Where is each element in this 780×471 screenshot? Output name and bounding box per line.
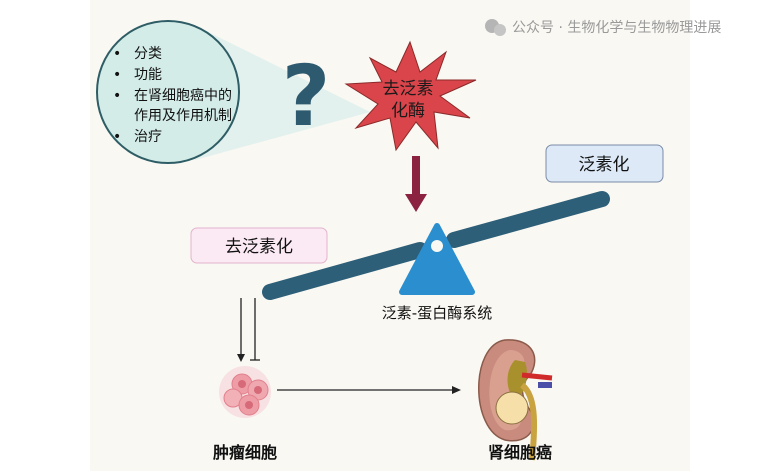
bubble-list: • 分类 • 功能 • 在肾细胞癌中的 作用及作用机制 • 治疗 — [113, 46, 232, 145]
arrowhead — [237, 354, 245, 362]
bullet: • — [113, 46, 121, 62]
kidney-icon — [478, 339, 553, 461]
system-label: 泛素-蛋白酶系统 — [382, 304, 492, 322]
arrowhead — [452, 386, 461, 394]
bubble-item: 功能 — [134, 67, 162, 83]
deubiquitination-label: 去泛素化 — [225, 237, 293, 257]
bullet: • — [113, 88, 121, 104]
bullet: • — [113, 129, 121, 145]
watermark: 公众号 · 生物化学与生物物理进展 — [485, 19, 721, 36]
down-arrow — [405, 156, 427, 212]
seesaw-beam-left — [262, 242, 428, 300]
enzyme-label-2: 化酶 — [391, 101, 425, 121]
enzyme-star — [344, 40, 477, 152]
bubble-item: 作用及作用机制 — [134, 108, 232, 124]
info-bubble — [96, 20, 240, 164]
deubiquitination-box — [190, 227, 328, 264]
ubiquitination-label: 泛素化 — [579, 155, 630, 175]
bubble-item: 在肾细胞癌中的 — [134, 88, 232, 104]
bullet: • — [113, 67, 121, 83]
enzyme-label-1: 去泛素 — [383, 79, 434, 99]
bubble-item: 治疗 — [134, 129, 162, 145]
bubble-item: 分类 — [134, 46, 162, 62]
fulcrum — [399, 223, 475, 295]
ubiquitination-box — [545, 144, 664, 183]
bubble-cone — [195, 28, 370, 160]
watermark-text: 公众号 · 生物化学与生物物理进展 — [512, 20, 721, 36]
kidney-cancer-label: 肾细胞癌 — [488, 443, 552, 462]
question-mark-icon: ? — [282, 47, 331, 145]
tumor-cells-icon — [219, 366, 271, 418]
tumor-cells-label: 肿瘤细胞 — [213, 443, 277, 462]
inhibit-arrow — [250, 298, 260, 361]
fulcrum-hole — [431, 240, 443, 252]
seesaw-beam-right — [446, 191, 610, 248]
